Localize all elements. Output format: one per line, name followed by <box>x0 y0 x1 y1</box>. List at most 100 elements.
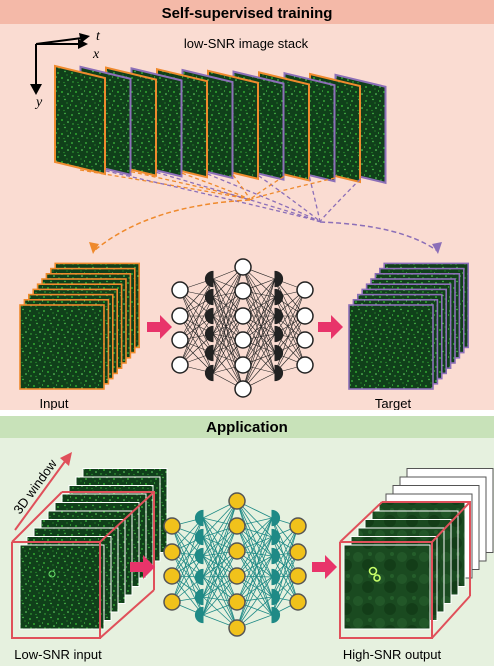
connection <box>274 289 306 354</box>
output-frame <box>343 544 431 630</box>
connection <box>236 555 273 603</box>
window-arrow-head <box>60 452 72 466</box>
panel-divider <box>0 410 494 416</box>
network-operator <box>204 325 214 343</box>
network-operator <box>271 588 281 606</box>
connection <box>202 525 238 578</box>
faint-ring <box>48 570 56 578</box>
sampling-line <box>258 175 321 223</box>
application-network <box>163 492 307 637</box>
network-node <box>228 619 246 637</box>
connection <box>274 289 306 335</box>
connection <box>171 525 204 598</box>
output-window-edge <box>431 501 471 543</box>
low-snr-image-stack <box>54 64 387 185</box>
connection <box>179 315 214 374</box>
network-operator <box>274 270 284 288</box>
connection <box>212 296 244 390</box>
target-label: Target <box>375 396 412 411</box>
training-panel: Self-supervised training t x y low-SNR i… <box>0 0 494 411</box>
sampling-line-to-input <box>94 199 251 251</box>
network-node <box>296 307 314 325</box>
network-node <box>228 492 246 510</box>
connection <box>274 315 306 366</box>
network-node <box>171 281 189 299</box>
high-snr-output-stack <box>339 468 494 639</box>
sampling-line <box>249 177 336 201</box>
network-node <box>289 593 307 611</box>
sampling-line <box>207 173 321 223</box>
window-edge <box>99 491 155 543</box>
connection <box>212 290 244 374</box>
network-node <box>296 356 314 374</box>
network-node <box>296 281 314 299</box>
connection <box>271 517 299 577</box>
connection <box>236 555 273 629</box>
input-stack <box>19 262 141 390</box>
connection <box>202 517 238 629</box>
network-node <box>289 517 307 535</box>
network-operator <box>194 568 204 586</box>
connection <box>179 296 214 341</box>
connection <box>212 315 244 390</box>
network-node <box>171 356 189 374</box>
connection <box>202 500 238 578</box>
network-operator <box>274 344 284 362</box>
connection <box>202 517 238 603</box>
connection <box>171 551 204 616</box>
connection <box>236 500 273 578</box>
application-panel: Application 3D window Low-SNR input High… <box>0 416 494 666</box>
sampling-line <box>249 175 285 201</box>
connection <box>171 536 204 603</box>
training-network <box>171 258 314 398</box>
window-edge <box>99 589 155 639</box>
connection <box>171 525 204 578</box>
stack-label: low-SNR image stack <box>184 36 309 51</box>
connection <box>179 315 214 366</box>
connection <box>202 500 238 598</box>
bright-ring <box>368 566 378 576</box>
connection <box>212 290 244 354</box>
training-title: Self-supervised training <box>162 5 333 22</box>
network-operator <box>271 606 281 624</box>
network-node <box>234 307 252 325</box>
connection <box>202 517 238 577</box>
network-node <box>289 567 307 585</box>
network-operator <box>204 344 214 362</box>
network-operator <box>271 547 281 565</box>
network-node <box>171 331 189 349</box>
network-node <box>228 593 246 611</box>
stack-front-image <box>19 304 105 390</box>
connection <box>212 315 244 366</box>
network-node <box>234 282 252 300</box>
connection <box>271 555 299 603</box>
axes-icon <box>30 33 90 95</box>
connection <box>212 266 244 317</box>
application-title: Application <box>206 419 288 436</box>
bright-ring <box>373 574 381 582</box>
connection <box>271 551 299 616</box>
axis-y-label: y <box>34 95 43 110</box>
connection <box>236 525 273 616</box>
connection <box>242 296 276 366</box>
window-edge <box>11 491 63 543</box>
connection <box>242 266 276 335</box>
connection <box>171 517 204 577</box>
connection <box>242 296 276 390</box>
output-window-edge <box>431 595 471 639</box>
arrow-into-app-network <box>130 555 155 579</box>
connection <box>202 525 238 616</box>
connection <box>242 278 276 341</box>
connection <box>236 500 273 557</box>
connection <box>202 525 238 598</box>
connection <box>242 290 276 335</box>
network-operator <box>274 307 284 325</box>
network-operator <box>204 307 214 325</box>
connection <box>236 536 273 629</box>
training-header-bar <box>0 0 494 24</box>
output-window-back <box>382 501 471 596</box>
connection <box>236 517 273 629</box>
network-node <box>228 542 246 560</box>
connection <box>171 555 204 603</box>
